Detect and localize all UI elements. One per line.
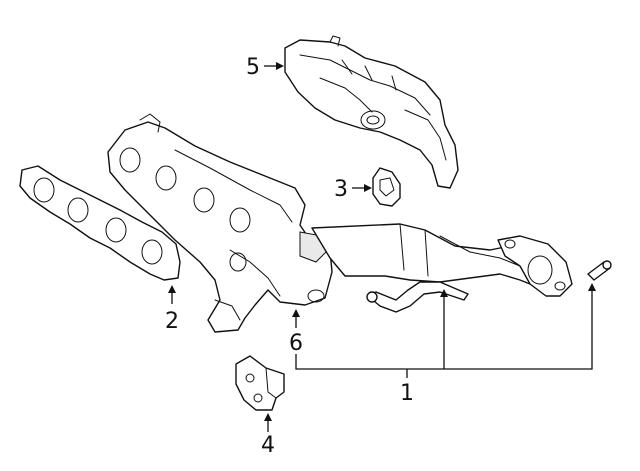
stud <box>587 260 612 281</box>
mounting-bracket <box>372 167 401 207</box>
arrow-2 <box>168 285 176 293</box>
support-bracket <box>235 355 285 411</box>
arrow-6 <box>292 309 300 317</box>
arrow-4 <box>264 413 272 421</box>
front-exhaust-pipe <box>311 223 573 313</box>
callout-3: 3 <box>334 177 348 202</box>
callout-2: 2 <box>165 309 179 334</box>
arrow-1-stud <box>588 283 596 291</box>
callout-6: 6 <box>289 331 303 356</box>
arrow-1-pipe <box>440 289 448 297</box>
upper-heat-shield <box>284 35 459 189</box>
arrow-3 <box>364 184 372 192</box>
exhaust-manifold-assembly <box>107 113 333 333</box>
arrow-5 <box>276 62 284 70</box>
callout-4: 4 <box>261 433 275 458</box>
leader-lines <box>168 62 596 432</box>
callout-1: 1 <box>400 381 414 406</box>
manifold-gasket <box>19 165 181 281</box>
callout-5: 5 <box>246 55 260 80</box>
